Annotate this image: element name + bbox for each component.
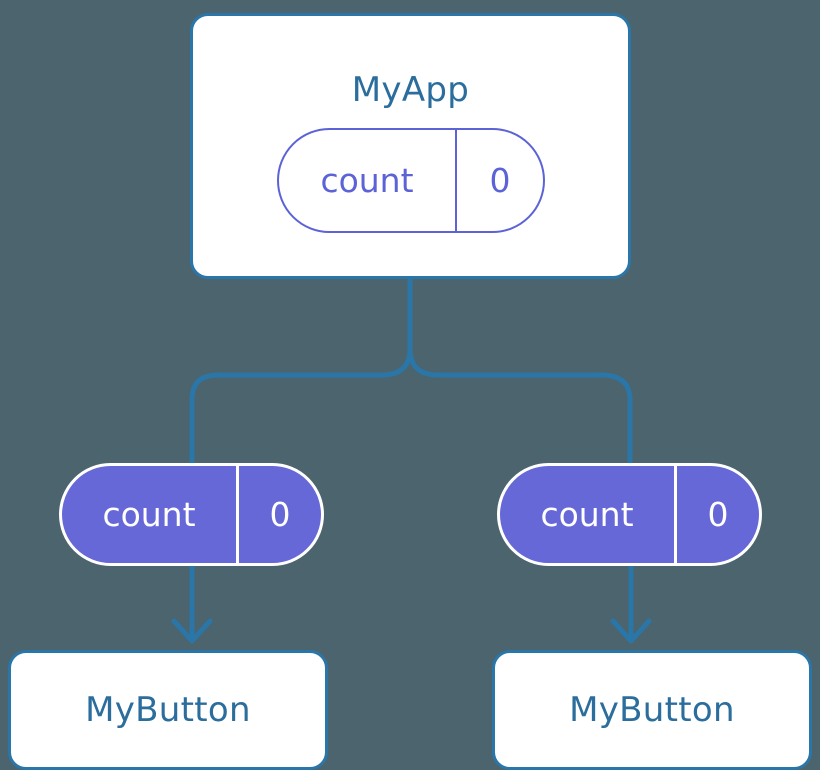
branch-line-left (189, 346, 413, 467)
prop-pill-right-key: count (500, 466, 677, 563)
component-title-mybutton-left: MyButton (85, 690, 251, 730)
prop-pill-right-value: 0 (707, 495, 729, 534)
component-title-mybutton-right: MyButton (569, 690, 735, 730)
arrow-head-right (610, 618, 652, 644)
state-pill-root-key: count (279, 130, 457, 231)
prop-pill-left[interactable]: count 0 (59, 463, 324, 566)
prop-pill-left-key: count (62, 466, 239, 563)
component-box-mybutton-left[interactable]: MyButton (8, 650, 328, 770)
prop-pill-left-value: 0 (269, 495, 291, 534)
component-box-mybutton-right[interactable]: MyButton (492, 650, 812, 770)
arrow-head-left (171, 618, 213, 644)
prop-pill-right[interactable]: count 0 (497, 463, 762, 566)
component-title-myapp: MyApp (351, 70, 470, 110)
state-pill-root[interactable]: count 0 (277, 128, 545, 233)
branch-line-right (407, 346, 633, 467)
state-pill-root-value: 0 (489, 161, 511, 200)
